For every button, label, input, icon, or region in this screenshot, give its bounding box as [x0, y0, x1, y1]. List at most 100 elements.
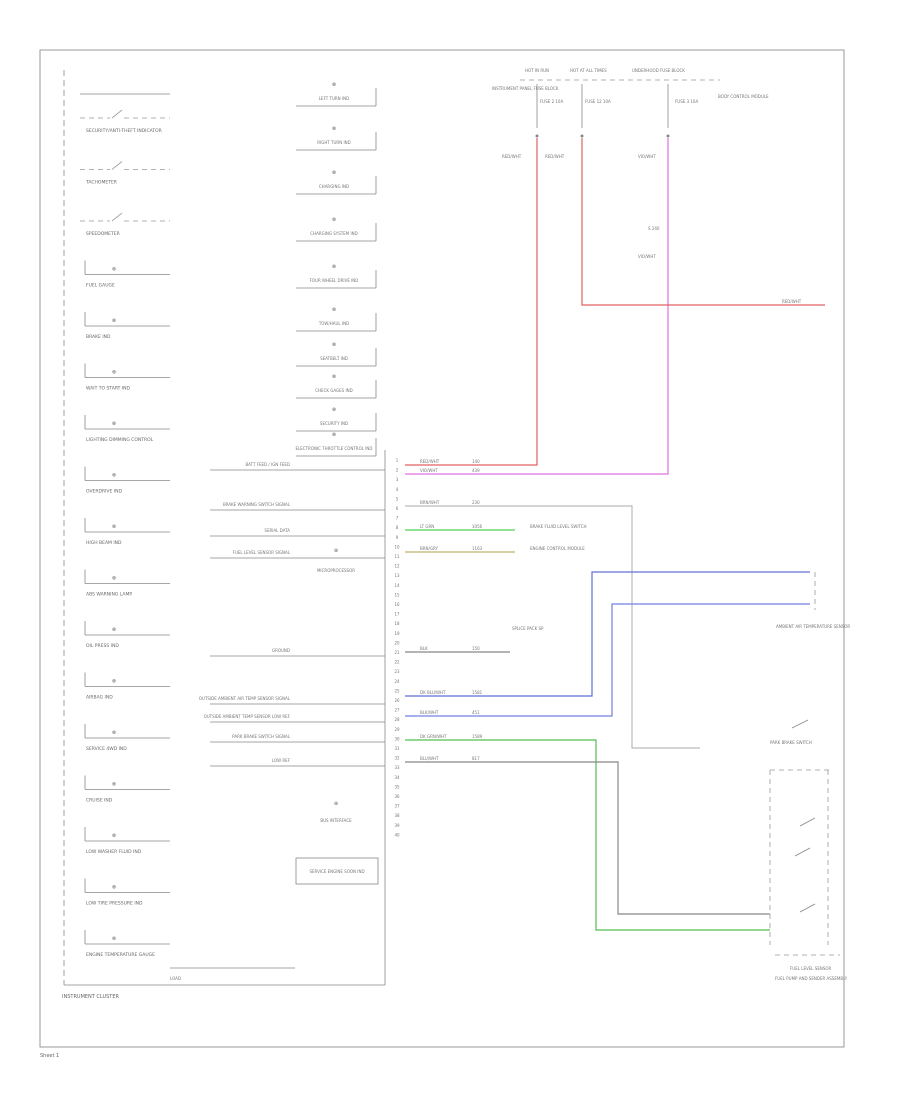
svg-text:32: 32 [394, 756, 400, 761]
svg-text:3: 3 [396, 477, 399, 482]
wire-color-label: BLK/WHT [420, 710, 439, 715]
svg-text:17: 17 [394, 612, 400, 617]
bus-interface-label: BUS INTERFACE [320, 818, 352, 823]
svg-text:⊗: ⊗ [112, 936, 116, 942]
wire-battery-feed: RED/WHT RED/WHT RED/WHT VIO/WHT VIO/WHT [502, 138, 825, 306]
pin-function-label: GROUND [272, 648, 290, 653]
cluster-item-label: LOW WASHER FLUID IND [86, 849, 142, 855]
svg-text:4: 4 [396, 487, 399, 492]
connector-c1: 1234567891011121314151617181920212223242… [199, 458, 400, 837]
svg-text:8: 8 [396, 525, 399, 530]
cluster-item-label: OVERDRIVE IND [86, 489, 122, 495]
middle-item-label: ELECTRONIC THROTTLE CONTROL IND [296, 446, 373, 451]
cluster-indicator-list: SECURITY/ANTI-THEFT INDICATORTACHOMETERS… [80, 93, 170, 958]
wire-color-label: RED/WHT [502, 154, 522, 159]
cluster-item-oil-pressure: ⊗OIL PRESS IND [84, 621, 170, 649]
wire-color-label: RED/WHT [782, 299, 802, 304]
middle-item: ⊗ LEFT TURN IND [296, 82, 377, 107]
svg-text:9: 9 [396, 535, 399, 540]
middle-item-label: SECURITY IND [320, 421, 348, 426]
svg-text:34: 34 [394, 775, 400, 780]
ambient-temp-sensor-label: AMBIENT AIR TEMPERATURE SENSOR [776, 624, 850, 629]
cluster-item-engine-temp: ⊗ENGINE TEMPERATURE GAUGE [84, 930, 170, 958]
hot-at-all-times-label: HOT AT ALL TIMES [570, 68, 607, 73]
svg-text:⊗: ⊗ [112, 524, 116, 530]
svg-text:21: 21 [394, 650, 400, 655]
microprocessor-block: ⊕ MICROPROCESSOR ⊕ BUS INTERFACE SERVICE… [295, 548, 379, 885]
pin-function-label: BRAKE WARNING SWITCH SIGNAL [223, 502, 291, 507]
wire-color-label: RED/WHT [420, 459, 440, 464]
cluster-item-speedometer: SPEEDOMETER [80, 212, 170, 237]
cluster-item-label: SPEEDOMETER [86, 231, 120, 237]
cluster-item-label: TACHOMETER [85, 180, 117, 186]
fuel-pump-assembly-label: FUEL PUMP AND SENDER ASSEMBLY [775, 976, 848, 981]
svg-text:39: 39 [394, 823, 400, 828]
svg-text:16: 16 [394, 602, 400, 607]
svg-text:37: 37 [394, 804, 400, 809]
svg-text:⊗: ⊗ [332, 217, 336, 223]
cluster-item-label: LIGHTING DIMMING CONTROL [86, 437, 154, 443]
svg-text:⊗: ⊗ [332, 170, 336, 176]
svg-text:⊗: ⊗ [332, 407, 336, 413]
middle-item-label: SEATBELT IND [320, 356, 348, 361]
svg-text:⊗: ⊗ [332, 82, 336, 88]
middle-item: ⊗TOW/HAUL IND [296, 307, 377, 332]
cluster-item-label: WAIT TO START IND [86, 386, 131, 392]
wire-circuit-label: 439 [472, 468, 480, 473]
instrument-cluster: LOAD INSTRUMENT CLUSTER [62, 70, 386, 1000]
middle-item-label: LEFT TURN IND [319, 96, 349, 101]
wire-color-label: DK BLU/WHT [420, 690, 446, 695]
middle-item-label: CHARGING SYSTEM IND [310, 231, 357, 236]
svg-text:⊕: ⊕ [334, 548, 338, 554]
cluster-item-label: AIRBAG IND [86, 695, 113, 701]
splice-label: S 240 [648, 226, 660, 231]
fuse-3-label: FUSE 3 10A [675, 99, 698, 104]
svg-text:35: 35 [394, 784, 400, 789]
fuse-2-label: FUSE 2 10A [540, 99, 563, 104]
svg-text:28: 28 [394, 717, 400, 722]
cluster-middle-list: ⊗LEFT TURN IND⊗RIGHT TURN IND⊗CHARGING I… [296, 82, 377, 457]
wire-color-label: RED/WHT [545, 154, 565, 159]
wire-w2: VIO/WHT 439 [405, 138, 669, 475]
pin-function-label: BATT FEED / IGN FEED [245, 462, 290, 467]
right-components: BRAKE FLUID LEVEL SWITCH ENGINE CONTROL … [512, 524, 850, 981]
svg-text:27: 27 [394, 708, 400, 713]
svg-text:11: 11 [394, 554, 400, 559]
svg-text:20: 20 [394, 640, 400, 645]
cluster-item-tachometer: TACHOMETER [80, 161, 170, 186]
svg-text:10: 10 [394, 544, 400, 549]
svg-text:⊕: ⊕ [334, 801, 338, 807]
svg-text:31: 31 [394, 746, 400, 751]
svg-text:29: 29 [394, 727, 400, 732]
svg-text:15: 15 [394, 592, 400, 597]
underhood-fuse-label: UNDERHOOD FUSE BLOCK [632, 68, 685, 73]
svg-text:⊗: ⊗ [112, 679, 116, 685]
wire-circuit-label: 1056 [472, 524, 483, 529]
cluster-item-label: ABS WARNING LAMP [86, 592, 132, 598]
pin-function-label: OUTSIDE AMBIENT AIR TEMP SENSOR SIGNAL [199, 696, 291, 701]
bcm-label: BODY CONTROL MODULE [718, 94, 769, 99]
middle-item: ⊗FOUR WHEEL DRIVE IND [296, 264, 377, 289]
middle-item: ⊗CHARGING IND [296, 170, 377, 195]
pin-function-label: OUTSIDE AMBIENT TEMP SENSOR LOW REF [204, 714, 291, 719]
svg-text:⊗: ⊗ [112, 576, 116, 582]
svg-text:⊗: ⊗ [332, 264, 336, 270]
svg-text:13: 13 [394, 573, 400, 578]
middle-item: ⊗CHECK GAGES IND [296, 374, 377, 399]
cluster-item-label: CRUISE IND [86, 798, 113, 804]
wire-circuit-label: 150 [472, 646, 480, 651]
wire-color-label: VIO/WHT [638, 154, 656, 159]
cluster-name: INSTRUMENT CLUSTER [62, 994, 120, 1000]
wire-color-label: VIO/WHT [638, 254, 656, 259]
page-frame [39, 49, 845, 1048]
cluster-item-label: BRAKE IND [86, 334, 111, 340]
cluster-item-airbag: ⊗ AIRBAG IND [84, 672, 170, 701]
cluster-item-cruise: ⊗CRUISE IND [84, 775, 170, 804]
